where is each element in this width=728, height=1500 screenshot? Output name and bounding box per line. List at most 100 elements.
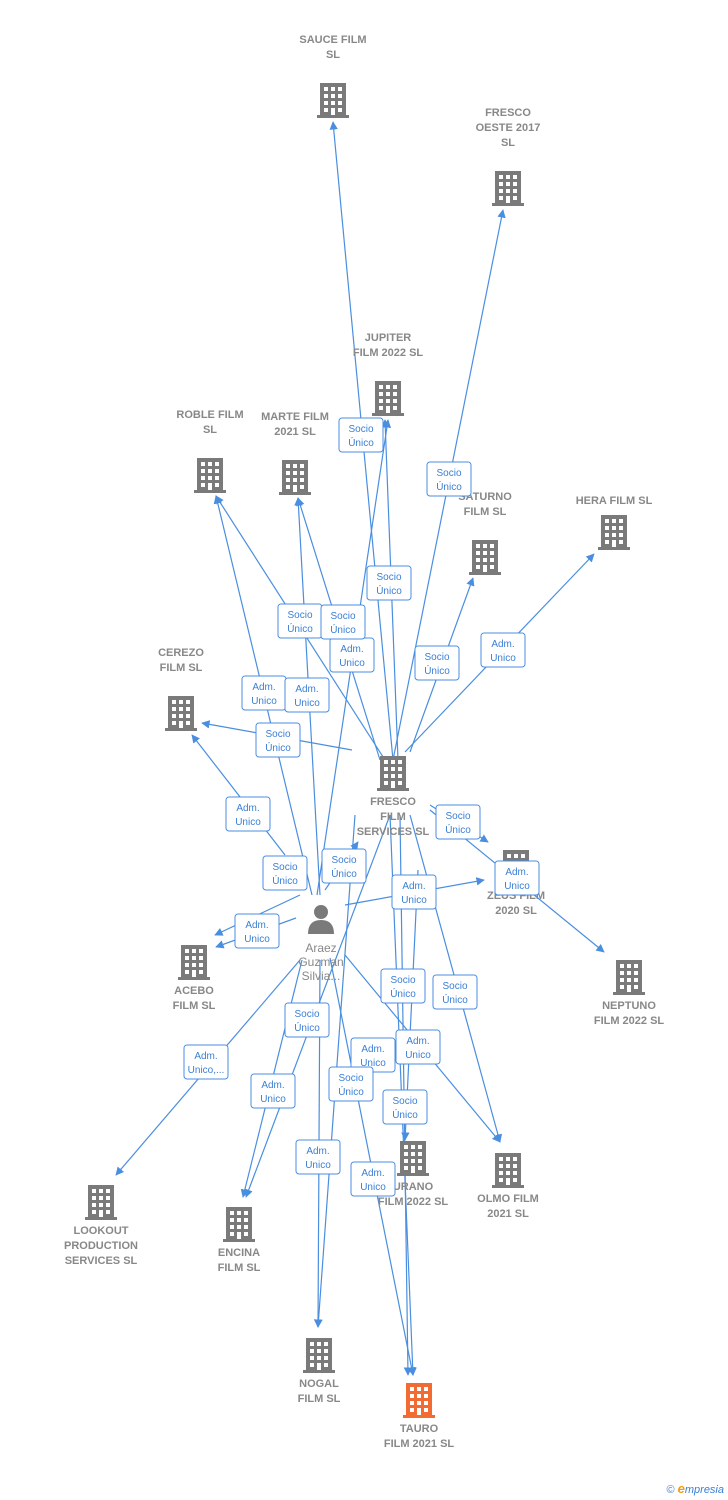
nodes-layer: SAUCE FILM SL FRESCO OESTE 2017 SL JUPITER FIL…: [64, 34, 664, 1450]
node-label: SATURNO: [458, 491, 512, 503]
edge-label-text: Socio: [294, 1009, 319, 1020]
node-label: FILM SL: [173, 1000, 216, 1012]
edge-relation-label[interactable]: Adm.Unico: [284, 677, 330, 713]
company-node-jupiter[interactable]: JUPITER FILM 2022 SL: [353, 332, 424, 416]
building-icon: [469, 540, 501, 575]
edge-relation-label[interactable]: Adm.Unico: [241, 675, 287, 711]
edge-relation-label[interactable]: Adm.Unico: [329, 637, 375, 673]
edge-label-text: Socio: [445, 811, 470, 822]
node-label: SERVICES SL: [357, 826, 430, 838]
edge-label-text: Unico: [305, 1160, 331, 1171]
edge-label-text: Unico: [235, 817, 261, 828]
edge-relation-label[interactable]: Adm.Unico: [395, 1029, 441, 1065]
edge-relation-label[interactable]: Adm.Unico: [480, 632, 526, 668]
node-label: FILM 2022 SL: [594, 1015, 665, 1027]
copyright-symbol: ©: [666, 1484, 675, 1496]
edge-label-text: Adm.: [402, 881, 425, 892]
company-node-marte[interactable]: MARTE FILM 2021 SL: [261, 411, 329, 495]
company-node-neptuno[interactable]: NEPTUNO FILM 2022 SL: [594, 960, 665, 1027]
edge-label-text: Unico: [490, 653, 516, 664]
node-label: 2021 SL: [487, 1208, 529, 1220]
node-label: SL: [326, 49, 340, 61]
edge-label-text: Adm.: [505, 867, 528, 878]
edge-line: [191, 734, 286, 856]
node-label: SAUCE FILM: [299, 34, 366, 46]
building-icon: [377, 756, 409, 791]
edge-label-text: Único: [330, 623, 356, 636]
edge-label-text: Único: [445, 823, 471, 836]
edge-label-text: Unico: [260, 1094, 286, 1105]
edge-label-text: Único: [442, 993, 468, 1006]
company-node-sauce[interactable]: SAUCE FILM SL: [299, 34, 367, 118]
building-icon: [194, 458, 226, 493]
building-icon: [372, 381, 404, 416]
footer-brand[interactable]: ©empresia: [667, 1481, 724, 1496]
edge-label-text: Socio: [272, 862, 297, 873]
edge-label-text: Adm.: [340, 644, 363, 655]
company-node-tauro[interactable]: TAURO FILM 2021 SL: [384, 1383, 455, 1450]
node-label: FILM: [380, 811, 406, 823]
node-label: FRESCO: [485, 107, 531, 119]
node-label: 2021 SL: [274, 426, 316, 438]
edge-relation-label[interactable]: Adm.Unico,...: [183, 1044, 229, 1080]
node-label: FILM 2022 SL: [353, 347, 424, 359]
edge-label-text: Unico: [405, 1050, 431, 1061]
person-node-araez[interactable]: AraezGuzmanSilvia...: [298, 905, 344, 983]
edge-label-text: Unico: [294, 698, 320, 709]
edge-label-text: Unico: [401, 895, 427, 906]
building-icon: [317, 83, 349, 118]
edge-label-text: Unico: [244, 934, 270, 945]
node-label: OESTE 2017: [476, 122, 541, 134]
building-icon: [403, 1383, 435, 1418]
edge-relation-label[interactable]: Adm. Unico: [234, 913, 280, 949]
edge-relation-label[interactable]: Adm.Unico: [295, 1139, 341, 1175]
node-label: JUPITER: [365, 332, 412, 344]
node-label: MARTE FILM: [261, 411, 329, 423]
edge-relation-label[interactable]: Adm.Unico: [225, 796, 271, 832]
edge-relation-label[interactable]: Adm.Unico: [494, 860, 540, 896]
node-label: TAURO: [400, 1423, 439, 1435]
node-label: FILM SL: [160, 662, 203, 674]
building-icon: [492, 171, 524, 206]
edge-relation-label[interactable]: Adm.Unico: [350, 1161, 396, 1197]
node-label: NEPTUNO: [602, 1000, 656, 1012]
edge-label-text: Adm.: [245, 920, 268, 931]
node-label: FILM 2021 SL: [384, 1438, 455, 1450]
edge-relation-label[interactable]: Adm.Unico: [250, 1073, 296, 1109]
edge-relation-label[interactable]: Adm. Unico: [391, 874, 437, 910]
building-icon: [598, 515, 630, 550]
edge-label-text: Único: [331, 867, 357, 880]
edge-label-text: Unico: [360, 1182, 386, 1193]
edge-label-text: Unico: [360, 1058, 386, 1069]
company-node-hera[interactable]: HERA FILM SL: [576, 495, 653, 550]
person-label: Silvia...: [302, 969, 341, 983]
edge-label-text: Socio: [376, 572, 401, 583]
